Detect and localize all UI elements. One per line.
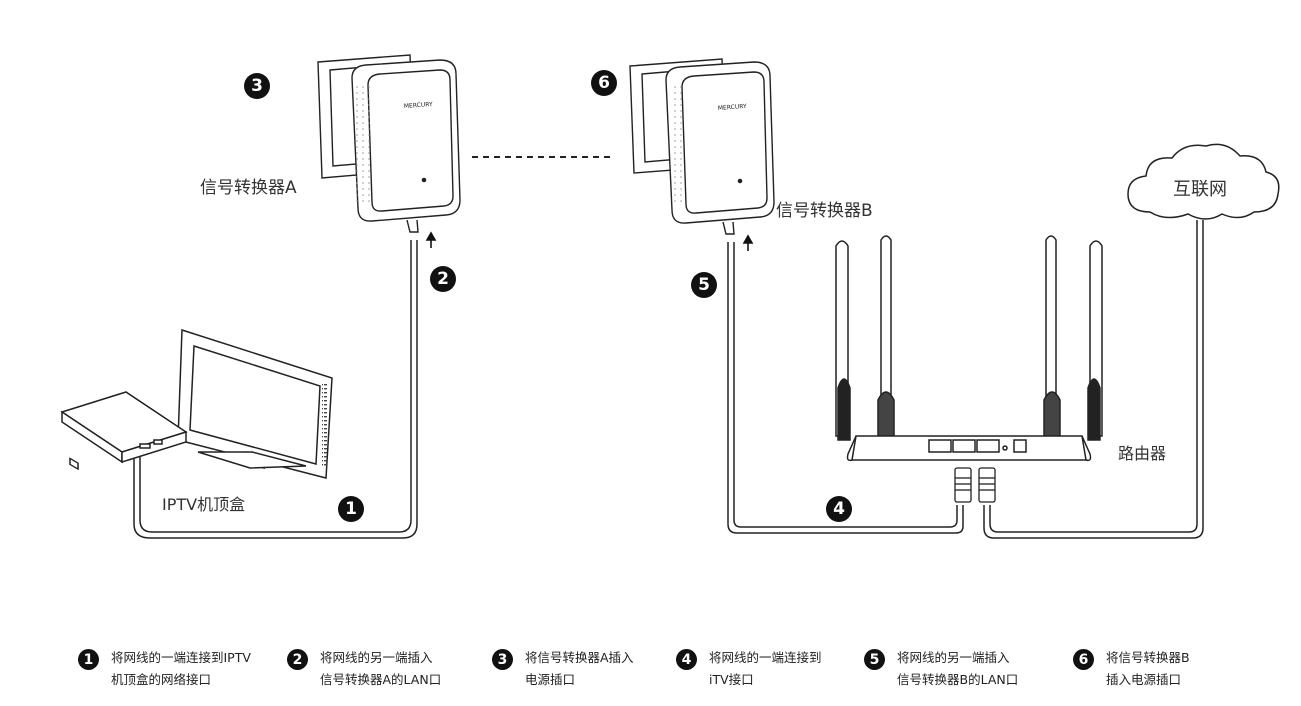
- step-text-line1: 将信号转换器A插入: [525, 650, 634, 665]
- step-3: 3 将信号转换器A插入电源插口: [492, 647, 634, 691]
- rj45-plug-icon: [978, 467, 996, 503]
- step-text-line1: 将网线的另一端插入: [320, 650, 433, 665]
- step-6: 6 将信号转换器B 插入电源插口: [1073, 647, 1190, 691]
- step-text-line1: 将网线的一端连接到IPTV: [111, 650, 251, 665]
- step-number: 6: [1073, 649, 1094, 670]
- step-marker-4: 4: [826, 496, 852, 522]
- step-text-line2: 信号转换器B的LAN口: [897, 672, 1019, 687]
- signal-adapter-a-icon: [317, 54, 461, 233]
- internet-cloud-icon: [1127, 143, 1280, 220]
- brand-logo-a: MERCURY: [404, 101, 434, 110]
- step-marker-3: 3: [244, 73, 270, 99]
- step-text-line1: 将网线的一端连接到: [709, 650, 822, 665]
- step-marker-1: 1: [338, 496, 364, 522]
- step-text-line2: iTV接口: [709, 672, 754, 687]
- router-label: 路由器: [1118, 444, 1167, 463]
- rj45-plug-icon: [954, 467, 972, 503]
- step-text-line2: 电源插口: [525, 672, 576, 687]
- adapter-a-label: 信号转换器A: [200, 178, 297, 198]
- signal-adapter-b-icon: [629, 58, 775, 235]
- internet-label: 互联网: [1173, 179, 1227, 200]
- step-text-line2: 机顶盒的网络接口: [111, 672, 212, 687]
- step-text-line1: 将信号转换器B: [1106, 650, 1190, 665]
- iptv-set-top-box-icon: [60, 391, 188, 471]
- tv-icon: [177, 328, 333, 479]
- router-icon: [835, 235, 1103, 462]
- step-number: 5: [864, 649, 885, 670]
- step-text-line2: 信号转换器A的LAN口: [320, 672, 442, 687]
- step-2: 2 将网线的另一端插入信号转换器A的LAN口: [287, 647, 441, 691]
- step-text-line1: 将网线的另一端插入: [897, 650, 1010, 665]
- step-number: 3: [492, 649, 513, 670]
- brand-logo-b: MERCURY: [718, 103, 748, 112]
- iptv-label: IPTV机顶盒: [162, 495, 246, 514]
- arrow-up-icon: [425, 231, 437, 248]
- ethernet-cable: [983, 220, 1204, 539]
- step-marker-5: 5: [691, 272, 717, 298]
- adapter-b-label: 信号转换器B: [776, 201, 873, 221]
- step-marker-2: 2: [430, 266, 456, 292]
- step-4: 4 将网线的一端连接到 iTV接口: [676, 647, 822, 691]
- step-marker-6: 6: [591, 70, 617, 96]
- ethernet-cable: [727, 242, 964, 534]
- step-number: 2: [287, 649, 308, 670]
- step-number: 4: [676, 649, 697, 670]
- step-text-line2: 插入电源插口: [1106, 672, 1182, 687]
- step-number: 1: [78, 649, 99, 670]
- step-1: 1 将网线的一端连接到IPTV 机顶盒的网络接口: [78, 647, 251, 691]
- step-5: 5 将网线的另一端插入信号转换器B的LAN口: [864, 647, 1018, 691]
- arrow-up-icon: [742, 234, 754, 251]
